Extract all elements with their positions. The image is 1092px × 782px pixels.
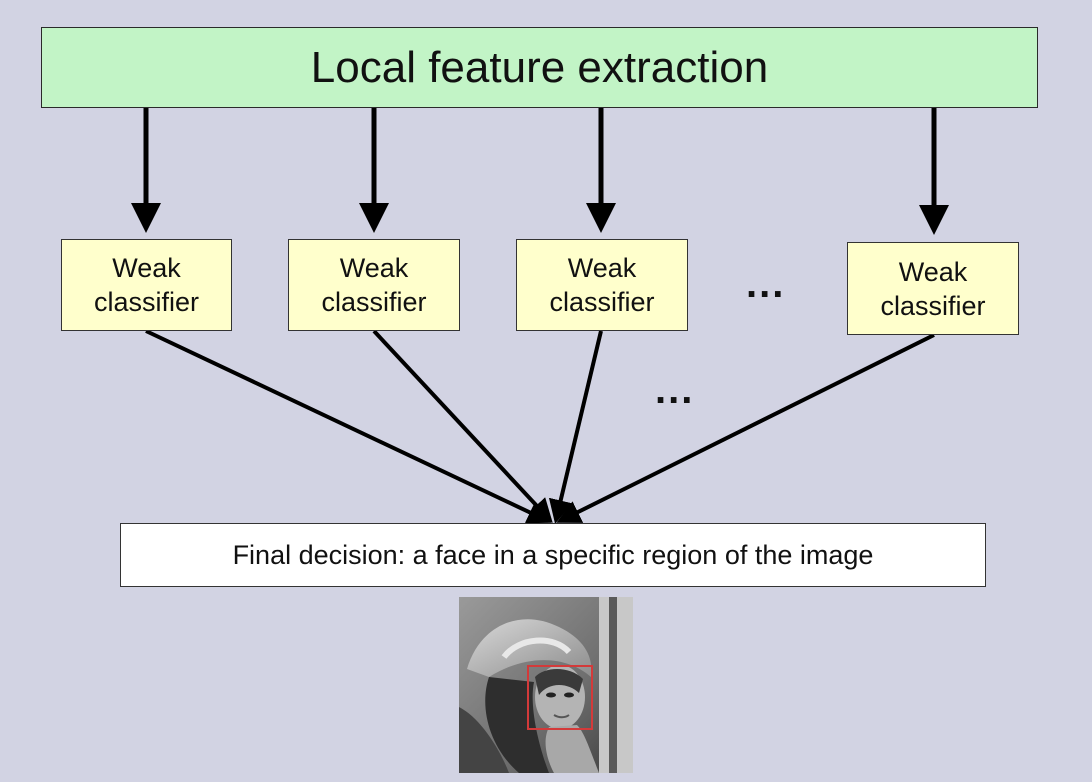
- final-decision-box: Final decision: a face in a specific reg…: [120, 523, 986, 587]
- weak-classifier-label: Weak classifier: [880, 256, 986, 321]
- line-classifier-3-to-final: [548, 330, 603, 524]
- weak-classifier-box-1: Weak classifier: [61, 239, 232, 331]
- line-classifier-1-to-final: [145, 329, 552, 524]
- weak-classifier-box-4: Weak classifier: [847, 242, 1019, 335]
- feature-extraction-label: Local feature extraction: [310, 42, 769, 92]
- weak-classifier-box-3: Weak classifier: [516, 239, 688, 331]
- detected-face-box: [527, 665, 593, 730]
- feature-extraction-box: Local feature extraction: [41, 27, 1038, 108]
- face-detection-image: [459, 597, 633, 773]
- line-classifier-2-to-final: [372, 329, 553, 523]
- line-classifier-4-to-final: [556, 333, 935, 523]
- portrait-photo: [459, 597, 633, 773]
- weak-classifier-label: Weak classifier: [93, 253, 200, 317]
- ellipsis-classifiers: ...: [746, 262, 786, 306]
- final-decision-label: Final decision: a face in a specific reg…: [232, 539, 874, 570]
- ellipsis-lines: ...: [655, 368, 695, 412]
- weak-classifier-label: Weak classifier: [549, 253, 655, 317]
- weak-classifier-box-2: Weak classifier: [288, 239, 460, 331]
- weak-classifier-label: Weak classifier: [321, 253, 427, 317]
